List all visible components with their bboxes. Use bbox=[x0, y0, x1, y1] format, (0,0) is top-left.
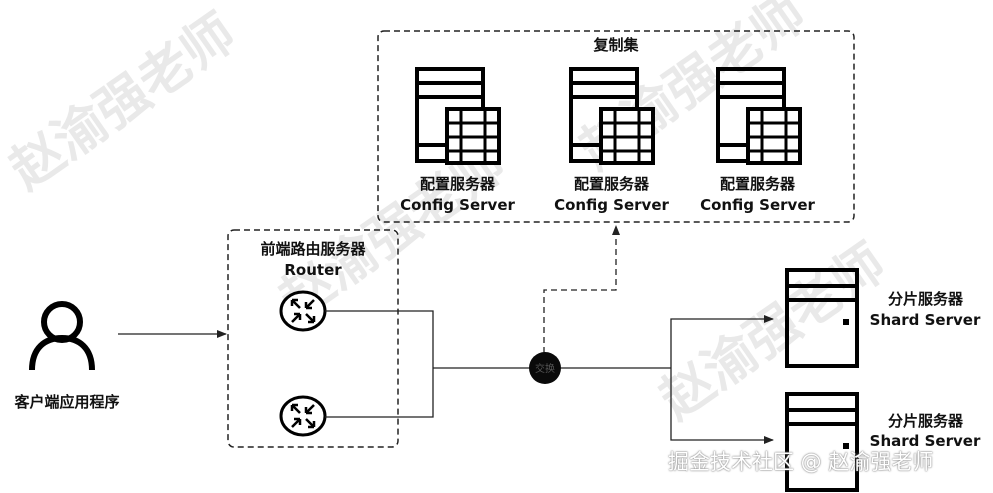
switch-to-replica-arrow bbox=[543, 225, 620, 353]
router-icon bbox=[279, 290, 327, 332]
config-server-label-cn: 配置服务器 bbox=[573, 175, 649, 193]
router-group-title-en: Router bbox=[284, 261, 342, 279]
config-server-icon bbox=[716, 67, 802, 165]
config-server-label-en: Config Server bbox=[554, 196, 669, 214]
config-server-icon bbox=[569, 67, 655, 165]
shard-server-icon bbox=[785, 268, 859, 368]
switch-node bbox=[529, 352, 561, 384]
switch-to-shard-arrow bbox=[670, 315, 774, 368]
config-server-label-cn: 配置服务器 bbox=[419, 175, 495, 193]
user-icon bbox=[29, 301, 95, 371]
replica-set-title: 复制集 bbox=[593, 36, 639, 54]
replica-set-group bbox=[377, 30, 855, 223]
client-label: 客户端应用程序 bbox=[14, 393, 120, 411]
router-group-title-cn: 前端路由服务器 bbox=[260, 240, 366, 258]
router-to-switch-line bbox=[325, 310, 434, 418]
router-icon bbox=[279, 395, 327, 437]
switch-label: 交换 bbox=[535, 362, 555, 375]
shard-server-label-cn: 分片服务器 bbox=[887, 290, 963, 308]
shard-server-icon bbox=[785, 392, 859, 492]
switch-to-shard-arrow bbox=[670, 368, 774, 444]
config-server-label-cn: 配置服务器 bbox=[719, 175, 795, 193]
shard-server-label-en: Shard Server bbox=[869, 432, 981, 450]
shard-server-label-cn: 分片服务器 bbox=[887, 412, 963, 430]
config-server-icon bbox=[415, 67, 501, 165]
config-server-label-en: Config Server bbox=[700, 196, 815, 214]
shard-server-label-en: Shard Server bbox=[869, 311, 981, 329]
config-server-label-en: Config Server bbox=[400, 196, 515, 214]
watermark-text: 掘金技术社区 @ 赵渝强老师 bbox=[668, 450, 934, 474]
router-group bbox=[227, 229, 399, 448]
